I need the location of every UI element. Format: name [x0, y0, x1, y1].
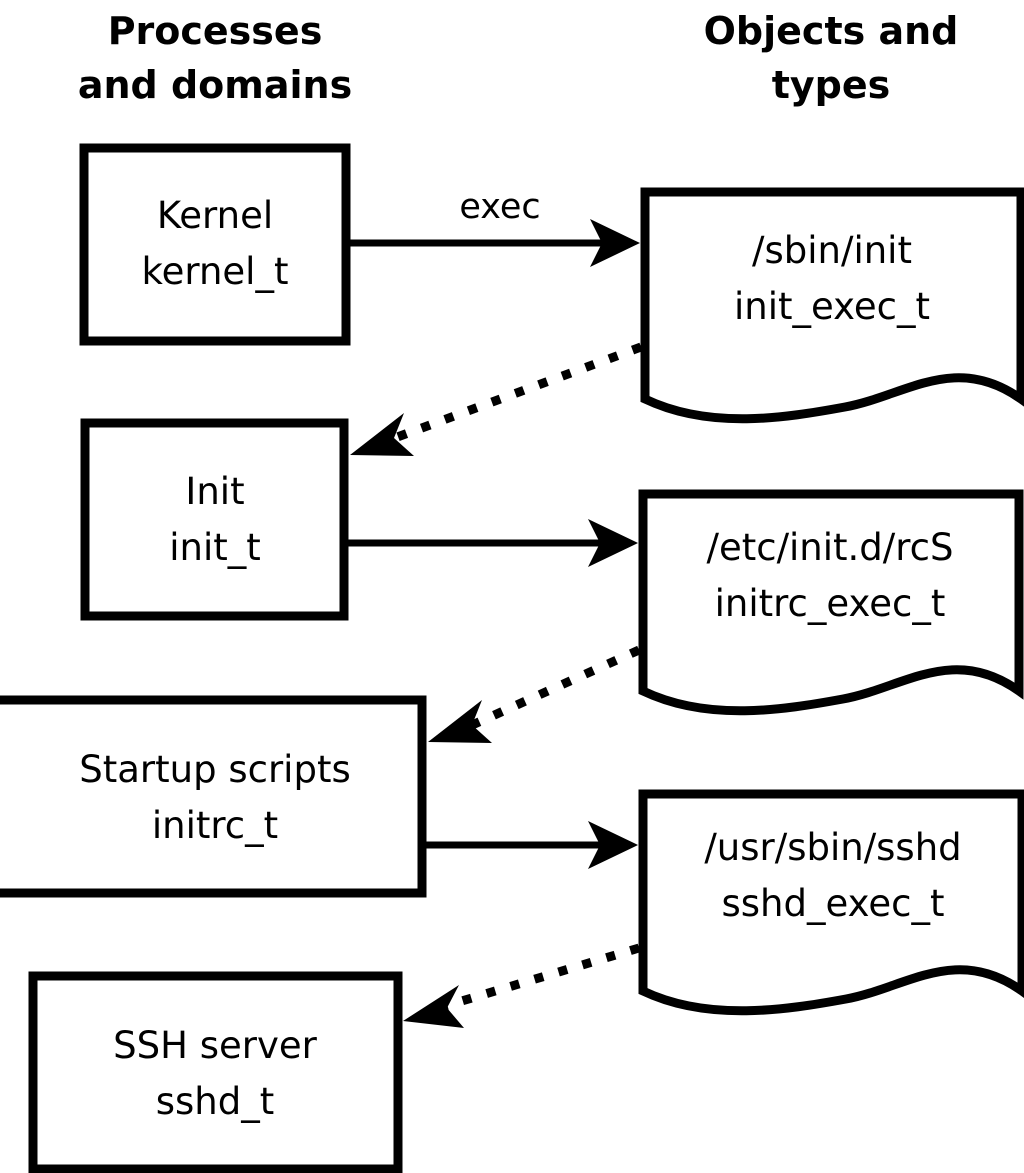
node-kernel-line1: Kernel: [157, 194, 273, 237]
column-header-objects-line2: types: [772, 63, 891, 107]
edge-initrc-transition-arrowhead: [428, 700, 492, 743]
column-header-processes: Processes and domains: [78, 9, 352, 107]
node-ssh-server-rect[interactable]: [28, 971, 403, 1173]
node-etc-initd-rcs[interactable]: /etc/init.d/rcS initrc_exec_t: [638, 489, 1024, 716]
node-etc-initd-rcs-line2: initrc_exec_t: [715, 582, 946, 625]
node-kernel-rect[interactable]: [79, 143, 351, 346]
node-ssh-server-line2: sshd_t: [156, 1080, 275, 1123]
node-init[interactable]: Init init_t: [80, 418, 349, 621]
node-usr-sbin-sshd[interactable]: /usr/sbin/sshd sshd_exec_t: [638, 789, 1024, 1016]
node-startup-scripts-line1: Startup scripts: [79, 748, 350, 791]
edge-initrc-exec-sshd-arrowhead: [588, 821, 638, 869]
node-sbin-init-document[interactable]: [640, 187, 1024, 424]
edge-kernel-exec-init: exec: [350, 187, 640, 267]
node-init-rect[interactable]: [80, 418, 349, 621]
node-usr-sbin-sshd-document[interactable]: [638, 789, 1024, 1016]
edge-init-transition-line: [390, 342, 643, 444]
edge-init-transition: [350, 342, 643, 456]
node-sbin-init-line2: init_exec_t: [734, 285, 930, 328]
node-etc-initd-rcs-line1: /etc/init.d/rcS: [706, 526, 953, 569]
node-startup-scripts-line2: initrc_t: [152, 804, 278, 847]
edge-init-exec-rcs: [348, 519, 638, 567]
edge-init-exec-rcs-arrowhead: [588, 519, 638, 567]
node-etc-initd-rcs-document[interactable]: [638, 489, 1024, 716]
column-header-objects-line1: Objects and: [704, 9, 959, 53]
edge-label-exec: exec: [459, 187, 540, 227]
edge-initrc-exec-sshd: [426, 821, 638, 869]
node-sbin-init[interactable]: /sbin/init init_exec_t: [640, 187, 1024, 424]
edge-initrc-transition: [428, 645, 641, 743]
edge-sshd-transition: [403, 943, 641, 1028]
node-sbin-init-line1: /sbin/init: [752, 229, 912, 272]
column-header-processes-line1: Processes: [108, 9, 323, 53]
node-ssh-server[interactable]: SSH server sshd_t: [28, 971, 403, 1173]
node-init-line2: init_t: [169, 526, 261, 569]
node-kernel-line2: kernel_t: [142, 250, 289, 293]
node-usr-sbin-sshd-line2: sshd_exec_t: [722, 882, 945, 925]
node-init-line1: Init: [185, 470, 244, 513]
edge-kernel-exec-init-arrowhead: [590, 219, 640, 267]
node-kernel[interactable]: Kernel kernel_t: [79, 143, 351, 346]
edge-init-transition-arrowhead: [350, 413, 414, 456]
node-startup-scripts-rect[interactable]: [0, 695, 427, 898]
edge-initrc-transition-line: [468, 645, 641, 731]
edge-sshd-transition-arrowhead: [403, 985, 464, 1028]
node-startup-scripts[interactable]: Startup scripts initrc_t: [0, 695, 427, 898]
node-ssh-server-line1: SSH server: [113, 1024, 317, 1067]
edge-sshd-transition-line: [443, 943, 641, 1011]
node-usr-sbin-sshd-line1: /usr/sbin/sshd: [704, 826, 961, 869]
column-header-processes-line2: and domains: [78, 63, 352, 107]
column-header-objects: Objects and types: [704, 9, 959, 107]
